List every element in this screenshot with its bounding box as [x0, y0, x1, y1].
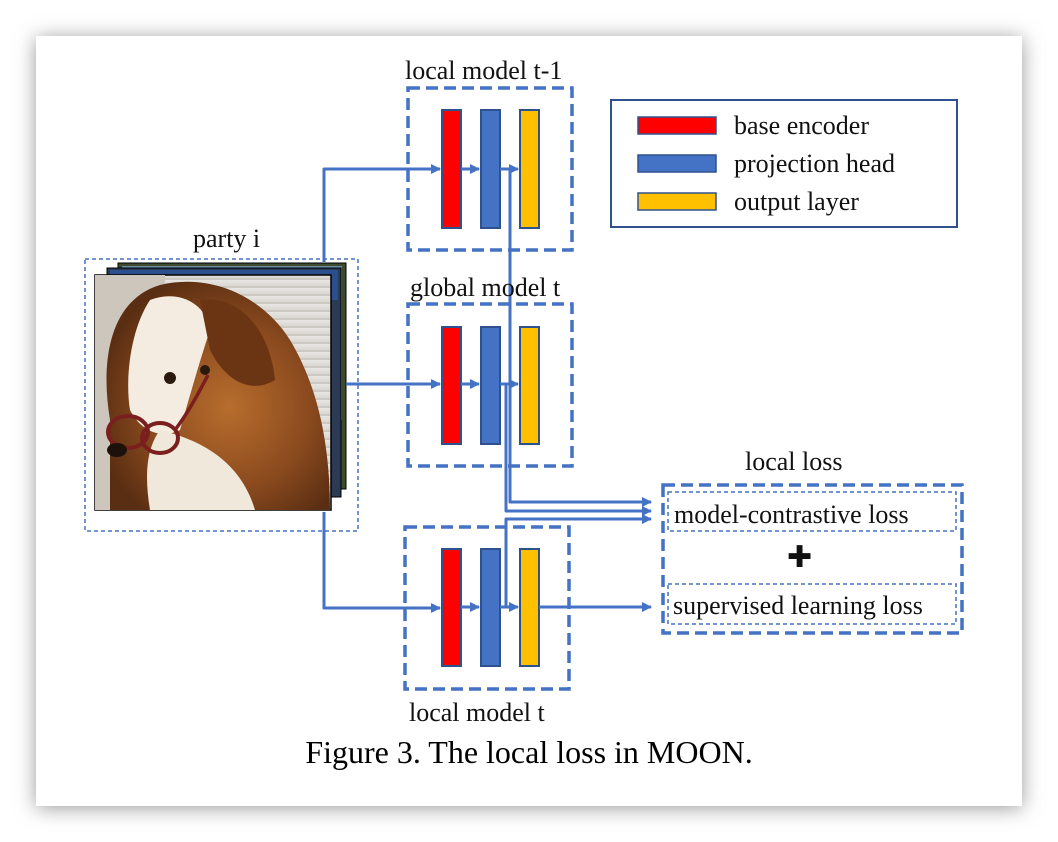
contrastive-loss-box	[667, 491, 957, 532]
supervised-loss-box	[667, 583, 957, 625]
base-encoder-block	[441, 326, 462, 445]
output-layer-block	[519, 326, 540, 445]
dog-photo	[94, 274, 332, 511]
party-dashed-frame	[84, 258, 359, 532]
output-layer-block	[519, 109, 540, 229]
connector-arrows	[322, 164, 652, 613]
arrow-to-local-curr	[322, 512, 441, 613]
label-contrastive-loss: model-contrastive loss	[674, 500, 909, 529]
local-model-prev-group	[406, 86, 574, 252]
projection-head-block	[480, 548, 501, 667]
figure-caption: Figure 3. The local loss in MOON.	[305, 734, 753, 770]
legend-swatch-output	[637, 192, 717, 211]
global-model-group	[406, 302, 574, 468]
base-encoder-block	[441, 548, 462, 667]
legend-label-output: output layer	[734, 187, 859, 216]
legend-swatch-projection	[637, 154, 717, 173]
output-layer-block	[519, 548, 540, 667]
label-supervised-loss: supervised learning loss	[673, 591, 923, 620]
plus-icon: ✚	[787, 540, 813, 575]
legend-label-projection: projection head	[734, 149, 895, 178]
local-model-prev-frame	[406, 86, 574, 252]
arrow-to-local-prev	[322, 164, 441, 262]
label-local-model-curr: local model t	[409, 698, 545, 727]
label-party: party i	[193, 224, 261, 253]
global-model-frame	[406, 302, 574, 468]
label-local-model-prev: local model t-1	[405, 56, 563, 85]
label-global-model: global model t	[410, 273, 561, 302]
projection-head-block	[480, 326, 501, 445]
party-image-stack	[84, 258, 359, 532]
arrow-prev-to-contrastive	[508, 169, 652, 507]
legend-swatch-encoder	[637, 116, 717, 135]
arrow-curr-to-contrastive	[504, 514, 652, 607]
local-loss-frame	[661, 483, 964, 635]
projection-head-block	[480, 109, 501, 229]
legend	[610, 99, 958, 228]
legend-label-encoder: base encoder	[734, 111, 869, 140]
local-loss-group	[661, 483, 964, 635]
arrow-global-to-contrastive	[504, 384, 652, 516]
base-encoder-block	[441, 109, 462, 229]
label-local-loss: local loss	[745, 447, 843, 476]
